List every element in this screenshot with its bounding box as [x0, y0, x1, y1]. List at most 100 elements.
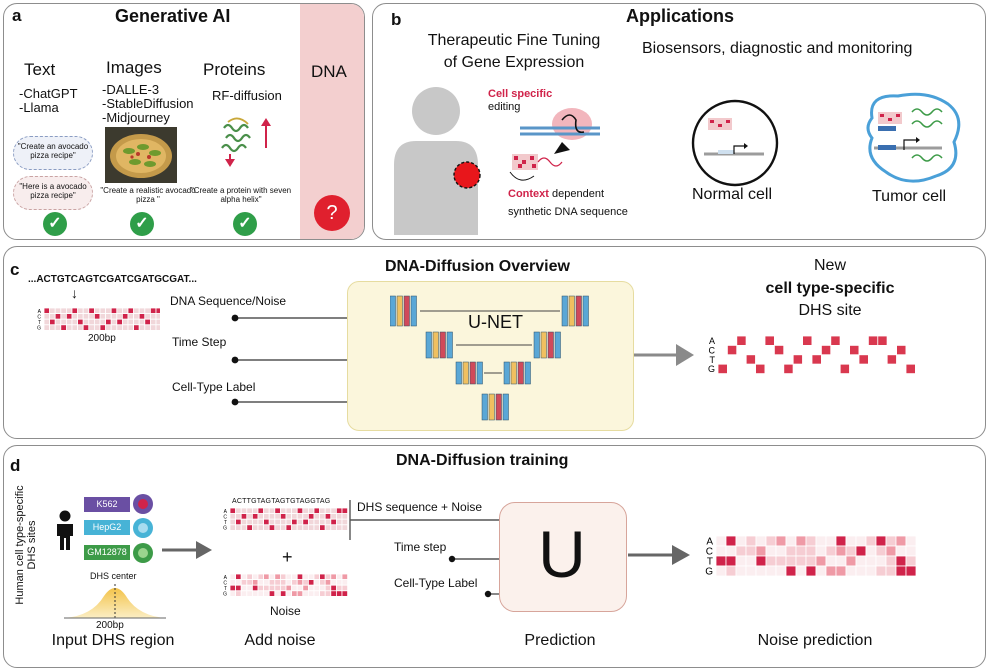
caption-prediction: Prediction	[524, 632, 596, 649]
c-sequence: ...ACTGTCAGTCGATCGATGCGAT...	[28, 274, 197, 285]
grid-cell	[785, 565, 797, 577]
grid-cell	[785, 555, 797, 567]
base-label: G	[37, 326, 41, 332]
base-label: T	[224, 520, 227, 526]
panel-d-title: DNA-Diffusion training	[396, 452, 569, 469]
grid-cell	[745, 565, 757, 577]
protein-icon	[221, 117, 271, 167]
base-label: G	[223, 592, 227, 598]
unet-encoder-block	[396, 295, 403, 327]
unet-decoder-block	[554, 331, 561, 359]
grid-cell	[755, 545, 767, 557]
base-label: T	[710, 355, 716, 365]
grid-cell	[855, 545, 867, 557]
unet-encoder-block	[390, 295, 396, 327]
prediction-box	[499, 502, 627, 612]
grid-cell	[765, 535, 777, 547]
grid-cell	[815, 545, 827, 557]
caption-add-noise: Add noise	[244, 632, 316, 649]
question-mark: ?	[326, 202, 338, 224]
unet-decoder-block	[503, 361, 510, 385]
unet-encoder-block	[432, 331, 439, 359]
base-label: G	[708, 364, 715, 374]
grid-cell	[715, 555, 727, 567]
grid-cell	[845, 565, 857, 577]
grid-cell	[755, 565, 767, 577]
grid-cell	[885, 555, 897, 567]
c-bp-label: 200bp	[88, 333, 116, 344]
d-arrow-2	[628, 545, 690, 565]
grid-cell	[785, 545, 797, 557]
panel-c-title: DNA-Diffusion Overview	[385, 258, 570, 275]
c-new-line2: cell type-specific	[765, 280, 895, 297]
grid-cell	[875, 565, 887, 577]
unet-decoder-block	[510, 361, 517, 385]
d-output-grid: ACTG	[705, 535, 917, 578]
grid-cell	[775, 565, 787, 577]
grid-cell	[895, 565, 907, 577]
grid-cell	[855, 535, 867, 547]
grid-cell	[825, 535, 837, 547]
grid-cell	[835, 545, 847, 557]
c-input-dna-label: DNA Sequence/Noise	[170, 294, 287, 308]
base-label: A	[224, 509, 228, 515]
base-label: C	[706, 547, 713, 558]
unet-diagram	[390, 295, 589, 421]
caption-noise-prediction: Noise prediction	[757, 632, 873, 649]
d-input-celltype-label: Cell-Type Label	[394, 576, 478, 590]
therapy-title-line1: Therapeutic Fine Tuning	[427, 32, 601, 49]
c-arrow-down: ↓	[71, 285, 78, 301]
grid-cell	[341, 590, 348, 597]
normal-cell-label: Normal cell	[692, 186, 773, 203]
check-icon-images: ✓	[130, 212, 154, 236]
grid-cell	[725, 545, 737, 557]
unet-decoder-block	[568, 295, 575, 327]
grid-cell	[715, 565, 727, 577]
grid-cell	[905, 555, 917, 567]
grid-cell	[755, 555, 767, 567]
grid-cell	[825, 555, 837, 567]
d-clean-grid: ACTG	[223, 507, 348, 532]
grid-cell	[725, 535, 737, 547]
grid-cell	[775, 535, 787, 547]
grid-cell	[835, 555, 847, 567]
grid-cell	[815, 535, 827, 547]
editing-label: editing	[488, 101, 521, 113]
grid-cell	[765, 555, 777, 567]
grid-cell	[835, 565, 847, 577]
cell-line-circles	[133, 494, 153, 563]
proteins-heading: Proteins	[203, 60, 266, 79]
base-label: A	[38, 309, 42, 315]
images-heading: Images	[106, 58, 162, 77]
grid-cell	[895, 555, 907, 567]
unet-encoder-block	[462, 361, 469, 385]
question-icon: ?	[314, 195, 350, 231]
unet-bottleneck-block	[488, 393, 495, 421]
unet-encoder-block	[469, 361, 476, 385]
chip-k562: K562	[84, 497, 130, 512]
tumor-cell-label: Tumor cell	[872, 188, 947, 205]
normal-cell-icon	[691, 99, 779, 187]
grid-cell	[855, 565, 867, 577]
grid-cell	[735, 555, 747, 567]
unet-decoder-block	[533, 331, 540, 359]
unet-encoder-block	[425, 331, 432, 359]
person-icon	[57, 510, 73, 550]
unet-decoder-block	[540, 331, 547, 359]
grid-cell	[885, 535, 897, 547]
unet-encoder-block	[439, 331, 446, 359]
avocado-pizza-image	[105, 127, 177, 183]
unet-encoder-block	[410, 295, 417, 327]
images-item-mj: -Midjourney	[102, 110, 170, 125]
d-arrow-1	[162, 541, 212, 559]
base-label: C	[37, 314, 41, 320]
c-input-grid: ACTG	[37, 307, 160, 332]
panel-c-letter: c	[10, 260, 20, 279]
context-line: Context dependent	[508, 188, 604, 200]
unet-bottleneck-block	[502, 393, 509, 421]
c-output-grid: ACTG	[708, 335, 916, 374]
unet-decoder-block	[575, 295, 582, 327]
panel-d-letter: d	[10, 456, 21, 475]
d-input-dhs-label: DHS sequence + Noise	[357, 500, 483, 514]
grid-cell	[875, 535, 887, 547]
